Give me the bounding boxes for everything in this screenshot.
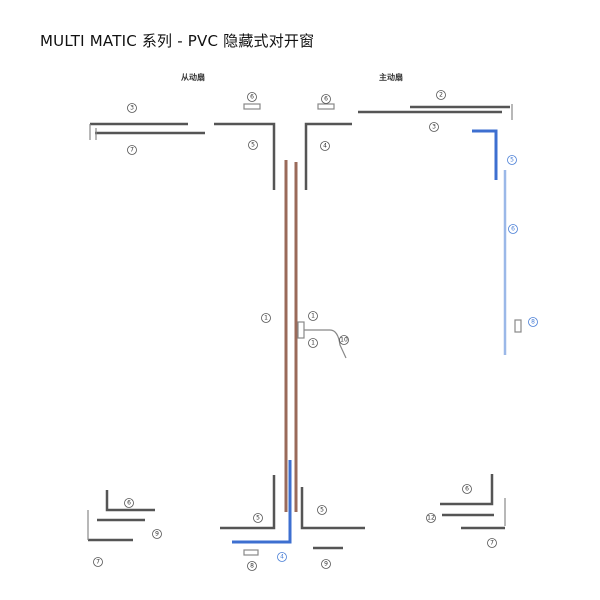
svg-text:7: 7 — [130, 147, 134, 154]
callout: 10 — [339, 335, 349, 345]
svg-text:9: 9 — [155, 531, 159, 538]
svg-text:6: 6 — [324, 96, 328, 103]
svg-text:5: 5 — [320, 507, 324, 514]
part-corner-left-top — [214, 103, 276, 190]
callout: 6 — [321, 94, 331, 104]
callout: 12 — [426, 513, 436, 523]
part-bottom-left-assembly — [87, 490, 155, 542]
callout: 9 — [152, 529, 162, 539]
part-top-right-gears — [358, 104, 513, 120]
callout: 1 — [308, 338, 318, 348]
callout: 1 — [308, 311, 318, 321]
part-corner-right-bottom — [300, 487, 365, 530]
part-espagnolette-rods — [284, 160, 305, 512]
callout: 7 — [93, 557, 103, 567]
svg-text:1: 1 — [311, 313, 315, 320]
callout: 8 — [247, 561, 257, 571]
part-handle — [304, 329, 347, 359]
svg-text:8: 8 — [250, 563, 254, 570]
callout: 5 — [507, 155, 517, 165]
page-title: MULTI MATIC 系列 - PVC 隐藏式对开窗 — [40, 32, 315, 50]
active-sash-label: 主动扇 — [379, 73, 403, 82]
svg-text:1: 1 — [264, 315, 268, 322]
svg-text:7: 7 — [490, 540, 494, 547]
svg-text:10: 10 — [340, 337, 348, 344]
callout: 7 — [487, 538, 497, 548]
svg-text:6: 6 — [511, 226, 515, 233]
svg-text:8: 8 — [531, 319, 535, 326]
svg-text:12: 12 — [427, 515, 435, 522]
callout: 6 — [247, 92, 257, 102]
callout: 1 — [261, 313, 271, 323]
svg-text:3: 3 — [130, 105, 134, 112]
callout: 6 — [124, 498, 134, 508]
svg-text:4: 4 — [323, 143, 327, 150]
passive-sash-label: 从动扇 — [181, 73, 205, 82]
svg-text:5: 5 — [256, 515, 260, 522]
callout: 9 — [321, 559, 331, 569]
svg-text:5: 5 — [510, 157, 514, 164]
callout: 3 — [429, 122, 439, 132]
part-blue-corner — [472, 129, 522, 355]
svg-text:7: 7 — [96, 559, 100, 566]
callout: 8 — [528, 317, 538, 327]
svg-text:4: 4 — [280, 554, 284, 561]
callout: 6 — [508, 224, 518, 234]
svg-text:6: 6 — [127, 500, 131, 507]
callout: 4 — [277, 552, 287, 562]
callout: 2 — [436, 90, 446, 100]
callout: 3 — [127, 103, 137, 113]
part-corner-left-bottom — [220, 475, 276, 530]
part-corner-right-top — [304, 103, 352, 190]
callout: 5 — [253, 513, 263, 523]
callout: 5 — [317, 505, 327, 515]
part-top-left-gears — [89, 122, 205, 140]
part-blue-bottom-corner — [232, 460, 343, 556]
svg-text:2: 2 — [439, 92, 443, 99]
svg-text:6: 6 — [465, 486, 469, 493]
svg-text:9: 9 — [324, 561, 328, 568]
svg-text:5: 5 — [251, 142, 255, 149]
callout: 5 — [248, 140, 258, 150]
part-bottom-right-assembly — [440, 474, 506, 530]
svg-text:3: 3 — [432, 124, 436, 131]
callout: 7 — [127, 145, 137, 155]
svg-text:6: 6 — [250, 94, 254, 101]
svg-text:1: 1 — [311, 340, 315, 347]
callout: 6 — [462, 484, 472, 494]
callout: 4 — [320, 141, 330, 151]
